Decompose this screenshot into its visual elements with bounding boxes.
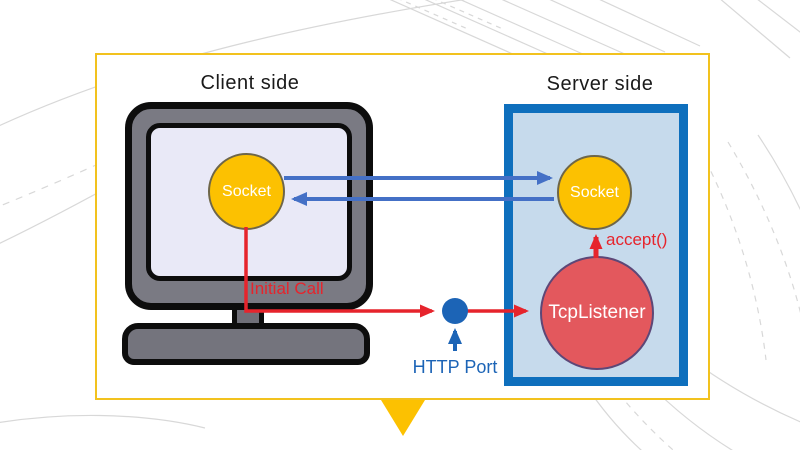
pointer-triangle	[381, 400, 425, 436]
initial-call-label: Initial Call	[250, 279, 324, 298]
tcplistener-label: TcpListener	[548, 302, 646, 323]
http-port-label: HTTP Port	[412, 357, 498, 377]
monitor-stand-base	[122, 323, 370, 365]
client-side-label: Client side	[200, 72, 300, 94]
accept-label: accept()	[606, 230, 668, 249]
server-socket-label: Socket	[570, 183, 619, 201]
server-side-label: Server side	[546, 73, 654, 95]
tcplistener-node: TcpListener	[540, 256, 654, 370]
client-socket-node: Socket	[208, 153, 285, 230]
server-socket-node: Socket	[557, 155, 632, 230]
client-socket-label: Socket	[222, 182, 271, 200]
